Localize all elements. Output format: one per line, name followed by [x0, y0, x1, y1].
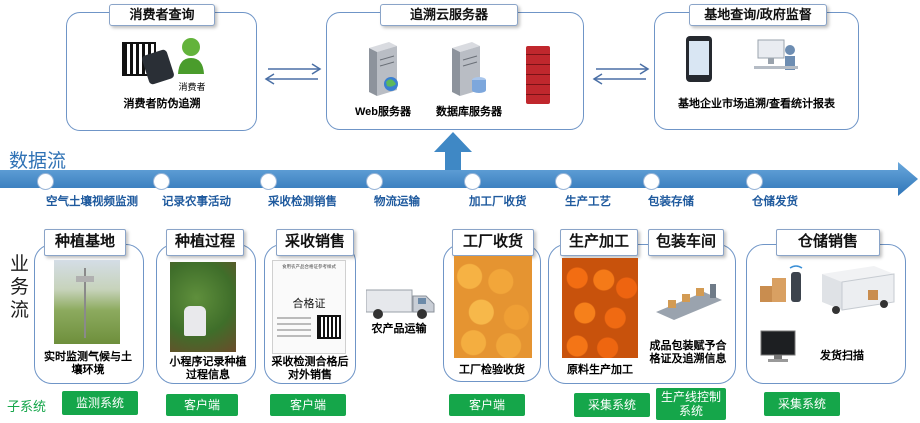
mobile-scan-icon: [686, 36, 712, 82]
harvest-sale-system[interactable]: 客户端: [270, 394, 346, 416]
flow-step-6: 生产工艺: [565, 196, 611, 208]
harvest-sale-title: 采收销售: [276, 229, 354, 256]
certificate-qr-icon: [317, 315, 341, 339]
business-flow-label-3: 流: [10, 300, 30, 321]
packaging-title: 包装车间: [648, 229, 724, 256]
truck-icon: [365, 286, 436, 320]
scanner-icon: [786, 264, 806, 308]
production-system[interactable]: 采集系统: [574, 393, 650, 417]
web-server-label: Web服务器: [354, 106, 412, 118]
delivery-truck-icon: [814, 264, 900, 316]
certificate-title: 合格证: [292, 298, 326, 310]
up-arrow: [434, 132, 472, 176]
base-caption: 基地企业市场追溯/查看统计报表: [677, 98, 836, 110]
flow-node-7: [643, 173, 660, 190]
planting-base-system[interactable]: 监测系统: [62, 391, 138, 415]
subsystem-label: 子系统: [7, 399, 47, 414]
consumer-avatar-icon: [176, 36, 206, 76]
planting-process-photo: [170, 262, 236, 352]
flow-step-8: 仓储发货: [752, 196, 798, 208]
base-title: 基地查询/政府监督: [689, 4, 827, 26]
production-caption: 原料生产加工: [567, 364, 633, 376]
monitor-icon: [760, 330, 796, 364]
packaging-line-icon: [654, 278, 724, 328]
warehouse-system[interactable]: 采集系统: [764, 392, 840, 416]
packaging-caption: 成品包装赋予合格证及追溯信息: [649, 340, 727, 365]
warehouse-title: 仓储销售: [776, 229, 880, 256]
business-flow-label-2: 务: [10, 277, 30, 298]
double-arrow-right: [592, 63, 650, 85]
factory-caption: 工厂检验收货: [459, 364, 525, 376]
flow-node-6: [555, 173, 572, 190]
business-flow-label-1: 业: [10, 254, 30, 275]
workstation-icon: [752, 38, 800, 80]
warehouse-caption: 发货扫描: [820, 350, 864, 362]
boxes-icon: [758, 270, 788, 306]
transport-caption: 农产品运输: [371, 323, 427, 335]
flow-node-1: [37, 173, 54, 190]
packaging-system[interactable]: 生产线控制系统: [656, 388, 726, 420]
harvest-sale-caption: 采收检测合格后对外销售: [271, 356, 349, 381]
factory-system[interactable]: 客户端: [449, 394, 525, 416]
planting-base-caption: 实时监测气候与土壤环境: [44, 351, 132, 376]
production-title: 生产加工: [560, 229, 638, 256]
certificate-card: 食用农产品合格证参考样式 合格证: [272, 260, 346, 354]
consumer-badge-label: 消费者: [178, 82, 206, 92]
web-server-icon: [363, 40, 401, 98]
planting-base-title: 种植基地: [44, 229, 126, 256]
data-flow-arrow: [0, 162, 918, 196]
planting-process-title: 种植过程: [166, 229, 244, 256]
flow-step-4: 物流运输: [374, 196, 420, 208]
factory-photo: [454, 256, 532, 358]
planting-process-caption: 小程序记录种植过程信息: [169, 356, 247, 381]
consumer-title: 消费者查询: [109, 4, 215, 26]
consumer-caption: 消费者防伪追溯: [123, 98, 201, 110]
flow-node-2: [153, 173, 170, 190]
cloud-title: 追溯云服务器: [380, 4, 518, 26]
certificate-header: 食用农产品合格证参考样式: [282, 264, 336, 269]
production-photo: [562, 258, 638, 358]
planting-base-photo: [54, 260, 120, 344]
factory-title: 工厂收货: [452, 229, 534, 256]
planting-process-system[interactable]: 客户端: [166, 394, 238, 416]
flow-step-3: 采收检测销售: [268, 196, 337, 208]
data-flow-title: 数据流: [9, 151, 67, 172]
flow-step-7: 包装存储: [648, 196, 694, 208]
flow-node-8: [746, 173, 763, 190]
database-server-label: 数据库服务器: [436, 106, 502, 118]
flow-step-5: 加工厂收货: [469, 196, 527, 208]
database-server-icon: [446, 40, 488, 98]
flow-step-1: 空气土壤视频监测: [46, 196, 138, 208]
double-arrow-left: [264, 63, 322, 85]
flow-node-5: [464, 173, 481, 190]
flow-node-4: [366, 173, 383, 190]
firewall-icon: [526, 46, 550, 104]
flow-step-2: 记录农事活动: [162, 196, 231, 208]
flow-node-3: [260, 173, 277, 190]
